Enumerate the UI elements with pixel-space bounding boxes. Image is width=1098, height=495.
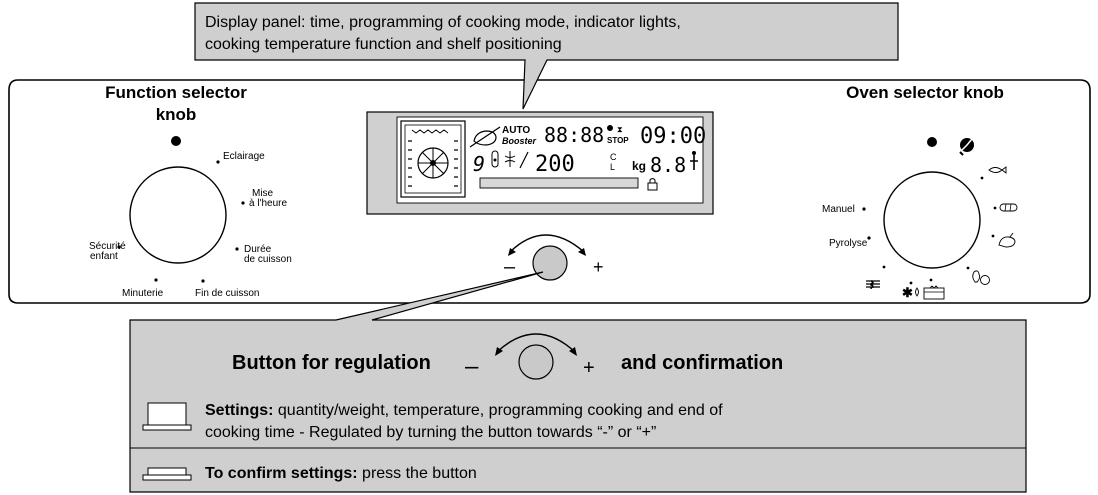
label-pyrolyse: Pyrolyse xyxy=(829,238,868,249)
display-progress-bar xyxy=(479,177,639,189)
legend-heading-right: and confirmation xyxy=(621,352,783,374)
rotisserie-icon xyxy=(469,126,501,148)
regulation-button-group: – + xyxy=(504,234,604,281)
display-temperature: 200 xyxy=(535,152,575,177)
oven-selector-knob[interactable] xyxy=(883,171,981,269)
regulation-button[interactable] xyxy=(532,245,568,281)
function-knob-positions: Eclairage Mise à l'heure Durée de cuisso… xyxy=(89,151,292,299)
function-knob-indicator-dot xyxy=(171,136,181,146)
label-mise-line1: Mise xyxy=(252,188,274,199)
legend-settings-line1: Settings: quantity/weight, temperature, … xyxy=(205,402,723,419)
label-manuel: Manuel xyxy=(822,204,855,215)
display-unit-l: L xyxy=(610,162,615,172)
defrost-icon: ✱ xyxy=(902,285,919,300)
label-eclairage: Eclairage xyxy=(223,151,265,162)
function-selector-knob[interactable] xyxy=(129,166,227,264)
display-stop: STOP xyxy=(607,136,629,145)
vegetables-icon xyxy=(972,270,990,285)
regulation-legend-callout: Button for regulation – + and confirmati… xyxy=(129,271,1027,493)
regulation-minus: – xyxy=(504,256,516,278)
label-securite-line2: enfant xyxy=(90,251,118,262)
regulation-plus: + xyxy=(593,257,604,277)
poultry-icon xyxy=(998,232,1016,248)
person-icon xyxy=(690,155,698,170)
display-panel: AUTO Booster 9 88:88 ⧗ STOP 09:00 200 C … xyxy=(366,111,714,215)
baking-tray-icon xyxy=(923,285,945,300)
oven-cavity-icon xyxy=(400,120,466,198)
oven-knob-off-dot xyxy=(927,137,937,147)
legend-settings-text: quantity/weight, temperature, programmin… xyxy=(273,402,723,419)
legend-plus: + xyxy=(583,357,595,379)
oven-knob-positions: ✱ Manuel Pyrolyse xyxy=(822,166,1018,300)
label-minuterie: Minuterie xyxy=(122,288,164,299)
label-fin-de-cuisson: Fin de cuisson xyxy=(195,288,259,299)
svg-text:✱: ✱ xyxy=(902,285,913,300)
display-unit-c: C xyxy=(610,152,617,162)
legend-button-icon xyxy=(518,344,554,380)
legend-confirm-bold: To confirm settings: xyxy=(205,465,358,482)
thermometer-icon xyxy=(519,151,529,169)
button-pressed-icon xyxy=(142,467,192,481)
label-duree-line1: Durée xyxy=(244,244,272,255)
lock-icon xyxy=(647,178,658,191)
label-securite-line1: Sécurité xyxy=(89,241,126,252)
display-weight: 8.8 xyxy=(650,153,686,177)
legend-settings-line2: cooking time - Regulated by turning the … xyxy=(205,424,656,441)
function-knob-title-line1: Function selector xyxy=(105,83,247,102)
fish-icon xyxy=(988,166,1007,174)
display-callout-line2: cooking temperature function and shelf p… xyxy=(205,36,562,53)
display-digit: 9 xyxy=(473,152,485,176)
turnspit-icon xyxy=(959,138,974,156)
label-mise-line2: à l'heure xyxy=(249,198,287,209)
display-clock2: 09:00 xyxy=(640,124,706,149)
display-clock1: 88:88 xyxy=(544,123,604,147)
legend-confirm-line: To confirm settings: press the button xyxy=(205,465,477,482)
display-kg: kg xyxy=(632,159,646,173)
hourglass-icon: ⧗ xyxy=(617,125,623,134)
legend-confirm-text: press the button xyxy=(358,465,477,482)
display-callout-line1: Display panel: time, programming of cook… xyxy=(205,14,681,31)
display-callout: Display panel: time, programming of cook… xyxy=(194,2,899,110)
label-duree-line2: de cuisson xyxy=(244,254,292,265)
button-released-icon xyxy=(142,402,192,431)
function-knob-title-line2: knob xyxy=(156,105,197,124)
oven-knob-title: Oven selector knob xyxy=(846,83,1004,102)
legend-minus: – xyxy=(465,353,479,380)
legend-settings-bold: Settings: xyxy=(205,402,273,419)
fan-icon xyxy=(504,151,516,167)
food-probe-icon xyxy=(491,150,499,168)
legend-heading-left: Button for regulation xyxy=(232,352,431,374)
bread-icon xyxy=(999,203,1018,212)
plate-warming-icon xyxy=(866,280,880,290)
display-auto: AUTO xyxy=(502,125,530,136)
display-booster: Booster xyxy=(502,136,537,146)
